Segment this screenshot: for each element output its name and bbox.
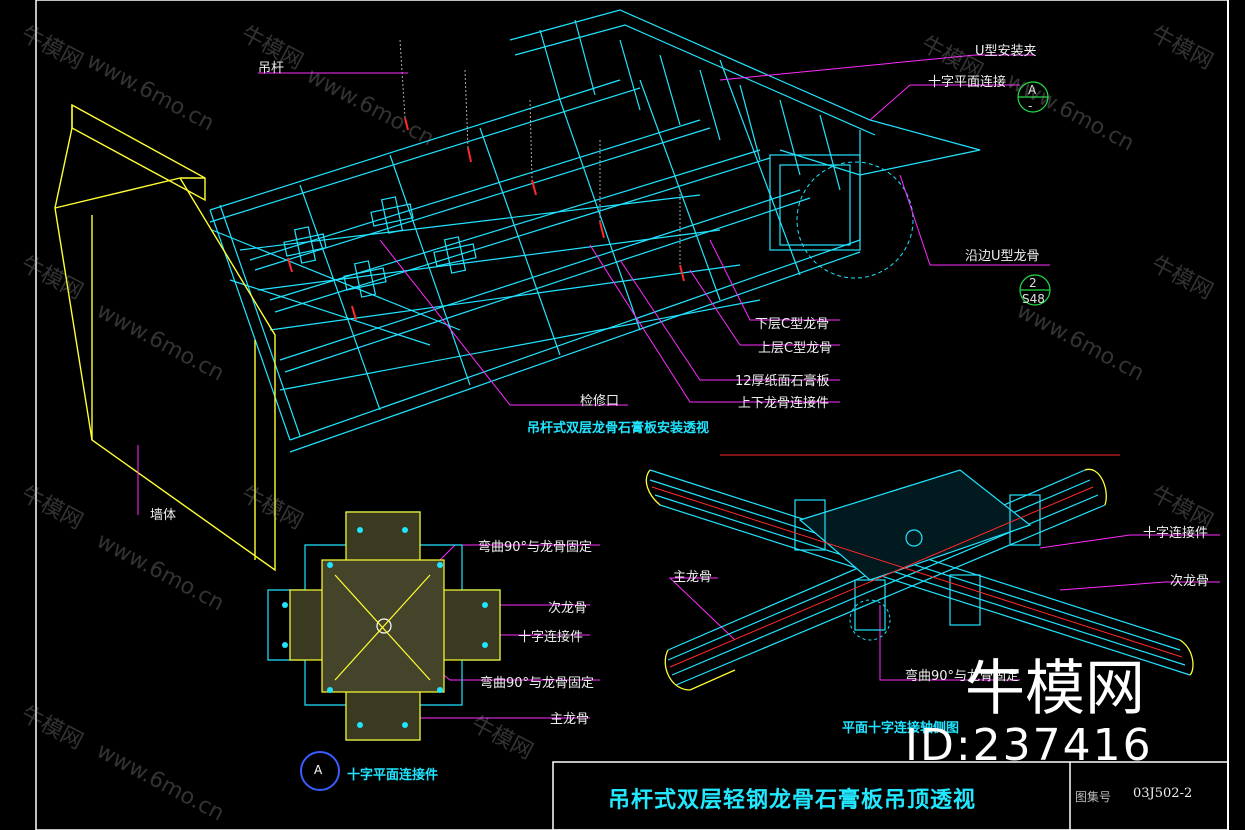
label-upper-c-keel: 上层C型龙骨 bbox=[758, 341, 833, 356]
ref-b-sheet: S48 bbox=[1022, 292, 1045, 306]
plan-cross-connector bbox=[267, 511, 501, 741]
label-bend-fix-1: 弯曲90°与龙骨固定 bbox=[478, 540, 593, 555]
ref-b-letter: 2 bbox=[1029, 276, 1037, 290]
label-gypsum-board: 12厚纸面石膏板 bbox=[735, 374, 830, 389]
label-lower-c-keel: 下层C型龙骨 bbox=[755, 317, 830, 332]
brand-id: ID:237416 bbox=[905, 720, 1153, 771]
label-edge-u-keel: 沿边U型龙骨 bbox=[965, 249, 1040, 264]
title-block-atlas-no: 03J502-2 bbox=[1133, 786, 1193, 801]
title-block-title: 吊杆式双层轻钢龙骨石膏板吊顶透视 bbox=[608, 788, 977, 813]
label-secondary-keel-right: 次龙骨 bbox=[1170, 574, 1210, 589]
label-main-keel-right: 主龙骨 bbox=[673, 570, 713, 585]
brand-watermark: 牛模网 bbox=[965, 654, 1145, 724]
caption-main-view: 吊杆式双层龙骨石膏板安装透视 bbox=[527, 421, 710, 436]
label-cross-conn-top: 十字平面连接 bbox=[928, 75, 1007, 90]
label-hanger: 吊杆 bbox=[258, 61, 285, 76]
label-cross-connector-right: 十字连接件 bbox=[1143, 526, 1209, 541]
axon-yellow-ends bbox=[645, 468, 1194, 691]
label-wall: 墙体 bbox=[150, 508, 177, 523]
label-bend-fix-2: 弯曲90°与龙骨固定 bbox=[480, 676, 595, 691]
title-block-atlas-label: 图集号 bbox=[1075, 790, 1112, 804]
title-block bbox=[552, 761, 1229, 830]
plan-bolts bbox=[282, 527, 488, 728]
connectors-red bbox=[287, 117, 685, 321]
label-secondary-keel-left: 次龙骨 bbox=[548, 601, 588, 616]
leaders bbox=[137, 54, 1220, 719]
label-access-door: 检修口 bbox=[580, 394, 620, 409]
ref-plan-a: A bbox=[314, 763, 323, 777]
label-main-keel-left: 主龙骨 bbox=[550, 712, 590, 727]
caption-plan-view: 十字平面连接件 bbox=[347, 768, 439, 783]
label-cross-connector-left: 十字连接件 bbox=[518, 630, 584, 645]
label-upper-lower-conn: 上下龙骨连接件 bbox=[738, 396, 830, 411]
axon-red-lines bbox=[651, 454, 1183, 668]
perspective-view bbox=[209, 9, 981, 453]
ref-a-circle-plan bbox=[300, 751, 340, 791]
caption-axon-view: 平面十字连接轴侧图 bbox=[842, 721, 960, 736]
label-bend-fix-right: 弯曲90°与龙骨固定 bbox=[905, 669, 1020, 684]
ref-a-letter: A bbox=[1028, 83, 1037, 97]
ref-a-sheet: - bbox=[1028, 99, 1033, 113]
ref-circles bbox=[1017, 81, 1051, 306]
wall bbox=[54, 103, 276, 572]
label-u-clip: U型安装夹 bbox=[975, 44, 1037, 59]
